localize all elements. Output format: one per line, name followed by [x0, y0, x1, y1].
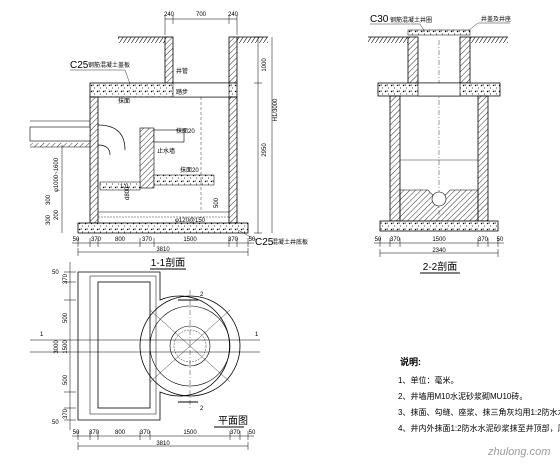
label-step: 踏步: [176, 88, 188, 96]
plan-edge-bottom: 50: [52, 420, 59, 426]
section-1-1: 240 700 240: [29, 12, 308, 270]
plan-dim-left-6: 370: [63, 408, 69, 419]
plan-view: 2 2 1 1 370 500 1500 3000 500 370 50 50 …: [30, 262, 260, 450]
plan-mark-2-bottom: 2: [200, 406, 204, 412]
dim-b22-total: 2340: [432, 248, 446, 254]
label-plaster2: 抹面20: [180, 166, 199, 174]
dim-b22-4: 370: [478, 237, 489, 243]
dim-h-total: H1/3000: [273, 98, 279, 121]
plan-mark-1-right: 1: [255, 332, 259, 338]
plan-dim-left-1: 370: [63, 273, 69, 284]
label-c25-top-note: 钢筋混凝土盖板: [88, 61, 130, 69]
dim-top-3: 240: [228, 12, 239, 18]
dim-b11-total: 3810: [156, 247, 170, 253]
plan-dim-left-2: 500: [63, 312, 69, 323]
plan-mark-2-top: 2: [200, 292, 204, 298]
dim-b22-3: 1500: [432, 237, 446, 243]
dim-left-3: 300: [46, 194, 52, 205]
label-d1-0: 1:0: [120, 184, 129, 190]
dim-b11-3: 800: [115, 237, 126, 243]
dim-b22-2: 370: [390, 237, 401, 243]
dim-b11-6: 370: [228, 237, 239, 243]
plan-dim-b-3: 800: [115, 430, 126, 436]
dim-b11-4: 370: [142, 237, 153, 243]
label-c25-bottom: C25: [255, 237, 274, 248]
note-item-4: 4、井内外抹面1:2防水水泥砂浆抹至井顶部，厚20。: [398, 423, 560, 433]
plan-dim-b-1: 50: [73, 430, 80, 436]
plan-dim-b-2: 370: [89, 430, 100, 436]
label-d500: 500: [214, 197, 220, 208]
note-item-1: 1、单位：毫米。: [398, 375, 458, 385]
plan-dim-total: 3810: [156, 441, 170, 447]
dim-left-2: 300: [46, 214, 52, 225]
section-2-2-title: 2-2剖面: [423, 260, 457, 273]
plan-dim-b-7: 50: [249, 430, 256, 436]
label-plaster: 抹面: [118, 97, 130, 105]
dim-h-1000: 1000: [262, 58, 268, 72]
label-c25-top: C25: [70, 60, 89, 71]
watermark: zhulong.com: [487, 446, 550, 458]
note-item-2: 2、井墙用M10水泥砂浆砌MU10砖。: [398, 391, 527, 401]
dim-left-1: 200: [54, 209, 60, 220]
label-c25-bottom-note: 混凝土井底板: [272, 238, 308, 246]
label-d800: d800: [125, 186, 131, 200]
plan-title: 平面图: [218, 415, 248, 427]
section-2-2: C30 钢筋混凝土井圈 井盖及井座 50 370 1500 370 50 234…: [368, 14, 511, 274]
dim-b11-5: 1500: [183, 237, 197, 243]
notes-block: 说明: 1、单位：毫米。 2、井墙用M10水泥砂浆砌MU10砖。 3、抹面、勾缝…: [398, 356, 560, 433]
label-cover: 井盖及井座: [481, 15, 511, 23]
plan-dim-b-5: 1500: [183, 430, 197, 436]
plan-dim-left-3: 1500: [63, 340, 69, 354]
label-grade20: 抹面20: [176, 127, 195, 135]
dim-b11-7: 50: [249, 237, 256, 243]
plan-dim-b-4: 370: [140, 430, 151, 436]
plan-mark-1-left: 1: [40, 332, 44, 338]
dim-left-pipe: φ1000~1600: [54, 157, 60, 192]
dim-b22-5: 50: [497, 237, 504, 243]
label-c30-note: 钢筋混凝土井圈: [390, 16, 432, 24]
label-pipe-base: φ120@150: [175, 218, 206, 224]
notes-title: 说明:: [400, 356, 421, 367]
label-c30: C30: [370, 14, 389, 25]
dim-b11-2: 370: [91, 237, 102, 243]
dim-b11-1: 50: [73, 237, 80, 243]
section-1-1-title: 1-1剖面: [151, 256, 185, 269]
plan-edge-top: 50: [52, 270, 59, 276]
label-well-pipe: 井管: [176, 67, 188, 75]
dim-h-2950: 2950: [262, 143, 268, 157]
label-water-stop: 止水墙: [157, 147, 175, 155]
plan-dim-b-6: 370: [230, 430, 241, 436]
plan-dim-left-5: 500: [63, 374, 69, 385]
dim-top-2: 700: [196, 12, 207, 18]
dim-b22-1: 50: [375, 237, 382, 243]
plan-dim-left-4: 3000: [54, 340, 60, 354]
dim-top-1: 240: [164, 12, 175, 18]
note-item-3: 3、抹面、勾缝、座浆、抹三角灰均用1:2防水水泥砂浆。: [398, 407, 560, 417]
